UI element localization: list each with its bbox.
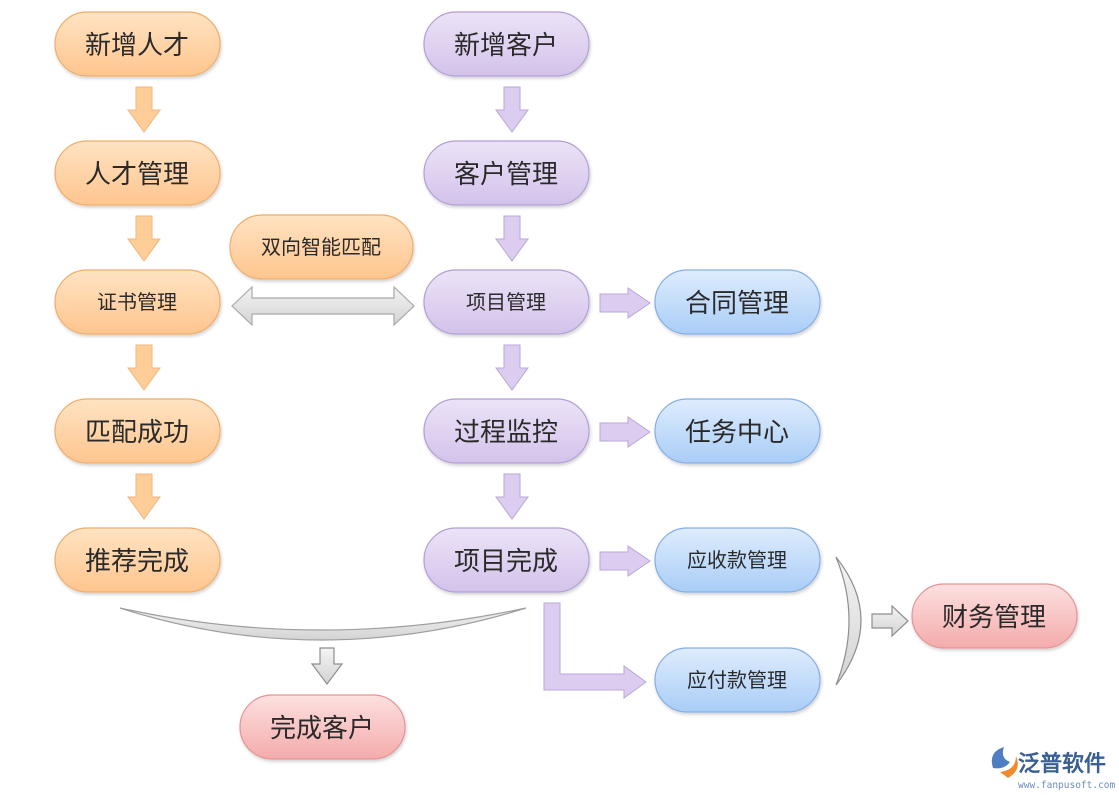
node-recommend-done-label: 推荐完成 — [85, 547, 189, 577]
node-task-center-label: 任务中心 — [685, 418, 789, 448]
node-task-center[interactable]: 任务中心 — [654, 398, 821, 464]
brand-logo: 泛普软件 www.fanpusoft.com — [991, 747, 1116, 791]
node-payable-mgmt-label: 应付款管理 — [687, 668, 787, 692]
arrow-new-customer-to-customer-mgmt — [495, 86, 529, 133]
node-talent-mgmt[interactable]: 人才管理 — [54, 140, 221, 206]
node-finance-mgmt[interactable]: 财务管理 — [911, 583, 1078, 649]
node-payable-mgmt[interactable]: 应付款管理 — [654, 647, 821, 713]
arrow-match-success-to-recommend-done — [127, 473, 161, 520]
node-cert-mgmt[interactable]: 证书管理 — [54, 269, 221, 335]
node-new-customer[interactable]: 新增客户 — [423, 11, 590, 77]
node-process-monitor-label: 过程监控 — [454, 418, 558, 448]
node-customer-done-label: 完成客户 — [270, 714, 374, 744]
node-project-mgmt-label: 项目管理 — [466, 290, 546, 314]
node-cert-mgmt-label: 证书管理 — [97, 290, 177, 314]
node-customer-mgmt[interactable]: 客户管理 — [423, 140, 590, 206]
arrow-bracket-to-finance — [871, 604, 909, 638]
node-recommend-done[interactable]: 推荐完成 — [54, 527, 221, 593]
arrow-project-done-to-receivable — [599, 545, 651, 577]
arrow-new-talent-to-talent-mgmt — [127, 86, 161, 133]
arrow-bracket-to-customer-done — [310, 647, 344, 685]
arrow-process-monitor-to-project-done — [495, 473, 529, 520]
node-new-talent-label: 新增人才 — [85, 31, 189, 61]
node-project-done-label: 项目完成 — [454, 547, 558, 577]
arrow-talent-mgmt-to-cert-mgmt — [127, 215, 161, 262]
arrow-project-mgmt-to-contract-mgmt — [599, 287, 651, 319]
node-finance-mgmt-label: 财务管理 — [942, 603, 1046, 633]
node-customer-mgmt-label: 客户管理 — [454, 160, 558, 190]
node-new-talent[interactable]: 新增人才 — [54, 11, 221, 77]
node-new-customer-label: 新增客户 — [454, 31, 558, 61]
node-match-success[interactable]: 匹配成功 — [54, 398, 221, 464]
node-receivable-mgmt-label: 应收款管理 — [687, 548, 787, 572]
node-match-success-label: 匹配成功 — [85, 418, 189, 448]
node-smart-match-label: 双向智能匹配 — [261, 235, 381, 259]
brand-logo-icon — [991, 747, 1018, 778]
brand-logo-name: 泛普软件 — [1018, 751, 1106, 777]
node-project-done[interactable]: 项目完成 — [423, 527, 590, 593]
node-process-monitor[interactable]: 过程监控 — [423, 398, 590, 464]
node-contract-mgmt-label: 合同管理 — [685, 289, 789, 319]
merge-bracket-to-customer-done — [119, 607, 527, 641]
node-receivable-mgmt[interactable]: 应收款管理 — [654, 527, 821, 593]
arrow-customer-mgmt-to-project-mgmt — [495, 215, 529, 262]
arrow-process-monitor-to-task-center — [599, 416, 651, 448]
merge-bracket-to-finance — [835, 556, 862, 686]
node-project-mgmt[interactable]: 项目管理 — [423, 269, 590, 335]
arrow-project-mgmt-to-process-monitor — [495, 344, 529, 391]
brand-logo-url: www.fanpusoft.com — [1018, 780, 1116, 791]
node-customer-done[interactable]: 完成客户 — [239, 694, 406, 760]
node-contract-mgmt[interactable]: 合同管理 — [654, 269, 821, 335]
node-smart-match[interactable]: 双向智能匹配 — [229, 214, 414, 280]
arrow-cert-mgmt-to-match-success — [127, 344, 161, 391]
double-arrow-smart-match — [231, 285, 415, 327]
arrow-project-done-to-payable — [543, 602, 647, 699]
node-talent-mgmt-label: 人才管理 — [85, 160, 189, 190]
